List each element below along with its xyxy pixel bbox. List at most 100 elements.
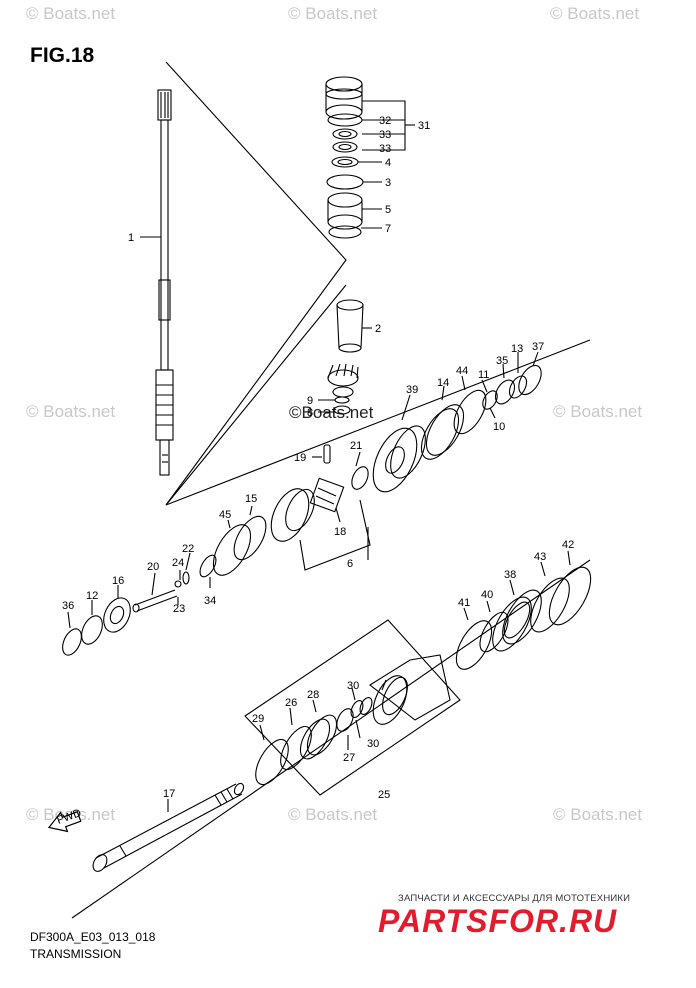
callout: 22 [182,543,194,555]
callout: 31 [418,120,430,132]
clutch-dog [309,477,345,513]
part-29-ring [255,738,289,786]
callout: 30 [367,738,379,750]
watermark: © Boats.net [288,805,378,824]
callout: 26 [285,697,297,709]
bracket-carrier-box [244,619,461,796]
pinion-gear [327,363,359,398]
bracket-main-diagonal-lower [71,559,591,919]
forward-gear [372,425,426,493]
figure-title: FIG.18 [30,44,95,67]
callout: 25 [378,789,390,801]
bracket-mid-triangle [165,284,347,506]
callout-labels: 1 2 3 4 5 6 7 8 9 10 11 12 13 14 15 16 1… [62,115,574,801]
part-3-shim [326,174,364,190]
callout: 23 [173,603,185,615]
part-36-clip [62,628,82,656]
callout: 33 [379,143,391,155]
callout: 27 [343,752,355,764]
part-45-thrust [212,524,252,576]
bracket-main-diagonal-upper [165,339,591,506]
watermark: © Boats.net [553,402,643,421]
callout: 41 [458,597,470,609]
part-26-ring [280,725,312,771]
callout: 21 [350,440,362,452]
part-28-seal [306,714,338,756]
part-20-shaft [132,589,178,613]
callout: 1 [128,232,134,244]
bracket-top-triangle [165,61,347,506]
figure-code: DF300A_E03_013_018 [30,930,156,944]
callout: 14 [437,377,449,389]
callout: 18 [334,526,346,538]
callout: 9 [307,395,313,407]
part-33-bearing-b [332,141,358,153]
callout: 36 [62,600,74,612]
part-40-ring [479,611,509,653]
part-27-bearing [336,708,354,732]
watermark: © Boats.net [26,4,116,23]
callout: 13 [511,343,523,355]
part-4-bearing [331,156,359,168]
callout: 45 [219,509,231,521]
callout: 38 [504,569,516,581]
callout: 19 [294,452,306,464]
part-9-washer [334,396,350,404]
part-42-ring [548,566,592,626]
reverse-gear [270,488,315,542]
callout: 16 [112,575,124,587]
part-21-bushing [351,466,369,490]
callout: 30 [347,680,359,692]
part-35-bearing [494,379,516,405]
callout: 44 [456,365,468,377]
callout: 17 [163,788,175,800]
watermark: © Boats.net [550,4,640,23]
callout: 20 [147,561,159,573]
part-34-washer [199,554,217,578]
part-15-shim [233,515,267,561]
ad-logo: PARTSFOR.RU [378,903,618,939]
part-41-ring [455,620,493,670]
callout: 24 [172,557,184,569]
part-33-bearing-a [332,128,358,140]
fwd-arrow: FWD [47,807,83,833]
ad-text: ЗАПЧАСТИ И АКСЕССУАРЫ ДЛЯ МОТОТЕХНИКИ [398,893,631,904]
callout: 34 [204,595,216,607]
watermark: © Boats.net [288,4,378,23]
watermark: © Boats.net [553,805,643,824]
callout: 39 [406,384,418,396]
bracket-6 [299,499,371,571]
callout: 3 [385,177,391,189]
callout: 8 [307,407,313,419]
callout: 33 [379,129,391,141]
callout: 10 [493,421,505,433]
callout: 35 [496,355,508,367]
callout: 6 [347,558,353,570]
callout: 5 [385,204,391,216]
callout: 43 [534,551,546,563]
part-22-spring [182,571,190,585]
callout: 11 [478,369,489,381]
callout: 2 [375,323,381,335]
part-32-ring [327,113,363,127]
part-38-bearing [492,589,542,652]
propeller-shaft-housing [369,654,451,725]
callout: 42 [562,539,574,551]
part-23-ball [174,580,182,588]
part-30-ring-b [359,697,373,715]
part-43-ring [530,577,570,633]
part-13-bearing [508,375,528,399]
part-32-housing [325,76,363,120]
part-12-ring [81,615,103,645]
callout: 29 [252,713,264,725]
part-7-ring [328,225,362,239]
callout: 40 [481,589,493,601]
callout: 32 [379,115,391,127]
callout: 12 [86,590,98,602]
part-8-nut [333,405,351,415]
drive-shaft [155,89,174,476]
callout: 4 [385,157,391,169]
figure-name: TRANSMISSION [30,947,122,961]
